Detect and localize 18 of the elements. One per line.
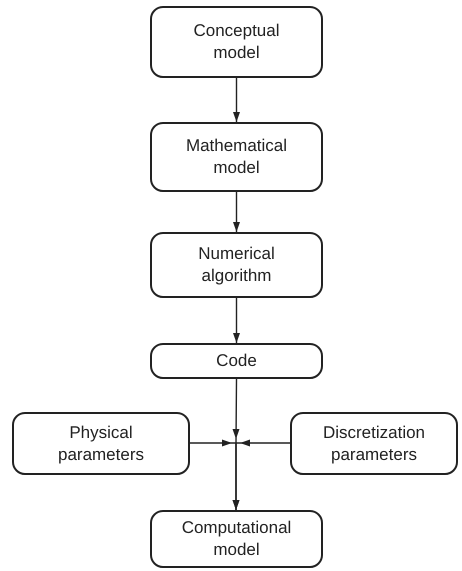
arrow (233, 298, 240, 343)
process-box (150, 232, 323, 298)
process-box (290, 412, 458, 475)
process-box (12, 412, 190, 475)
node-label: Discretization parameters (322, 422, 426, 466)
node-label: Code (215, 350, 258, 372)
process-box (150, 122, 323, 192)
node-label: Numerical algorithm (197, 243, 276, 287)
arrow (232, 440, 290, 510)
arrow (233, 78, 240, 122)
process-box (150, 6, 323, 78)
process-box (150, 343, 323, 379)
arrow (233, 192, 240, 232)
node-label: Mathematical model (184, 135, 288, 179)
process-box (150, 510, 323, 568)
node-label: Physical parameters (57, 422, 145, 466)
node-label: Conceptual model (192, 20, 280, 64)
node-label: Computational model (180, 517, 292, 561)
